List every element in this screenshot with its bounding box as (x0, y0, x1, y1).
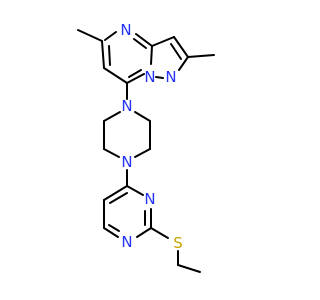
bond-pym-n1-c6-inner (108, 224, 120, 232)
bond-pip-6 (134, 111, 151, 122)
atom-n-pyrimidine-top: N (120, 21, 131, 39)
molecule-svg: N N N N N N N S (77, 21, 215, 273)
bond-methyl-c5 (77, 29, 103, 42)
molecule-structure-diagram: N N N N N N N S (77, 21, 215, 273)
bond-pip-3 (103, 148, 120, 158)
bond-methyl-c2 (187, 54, 215, 58)
bond-c7-n8 (126, 73, 145, 84)
atom-n-piperazine-4: N (121, 153, 132, 171)
bond-n-n (155, 76, 164, 79)
atom-n-pyrazole-2: N (165, 68, 176, 86)
atom-n-piperazine-1: N (121, 97, 132, 115)
bond-c3-c2-inner (170, 43, 182, 60)
bond-n8-c3a (150, 45, 153, 65)
bond-methyl-end (177, 264, 201, 273)
bond-c2-s (150, 227, 169, 239)
bond-pym-c5-c4-inner (109, 192, 128, 204)
bond-c2-n (178, 56, 189, 71)
bond-c7-n8-inner (128, 69, 142, 78)
atom-n-pyrazole-1: N (144, 68, 155, 86)
bond-c3a-n4-inner (133, 38, 147, 49)
bond-pip-4 (134, 148, 151, 158)
bond-c3-c2 (173, 36, 189, 58)
bond-pym-c2-n1 (136, 227, 152, 238)
bond-pym-n1-c6 (103, 227, 119, 238)
bond-c5-c6 (101, 40, 105, 69)
atom-n-pyrimidine-1: N (121, 233, 132, 251)
bond-n4-c5 (104, 31, 117, 41)
bond-pip-1 (103, 111, 121, 122)
bond-pym-c5-c4 (103, 185, 128, 201)
atom-n-pyrimidine-3: N (144, 190, 155, 208)
bond-pym-c4-n3 (126, 185, 144, 196)
bond-c3a-c3 (151, 36, 175, 47)
bond-c6-c7 (103, 67, 128, 84)
bond-c5-c6-inner (108, 45, 111, 66)
bond-c3a-n4 (135, 33, 153, 47)
atom-s-thioether: S (173, 234, 183, 252)
